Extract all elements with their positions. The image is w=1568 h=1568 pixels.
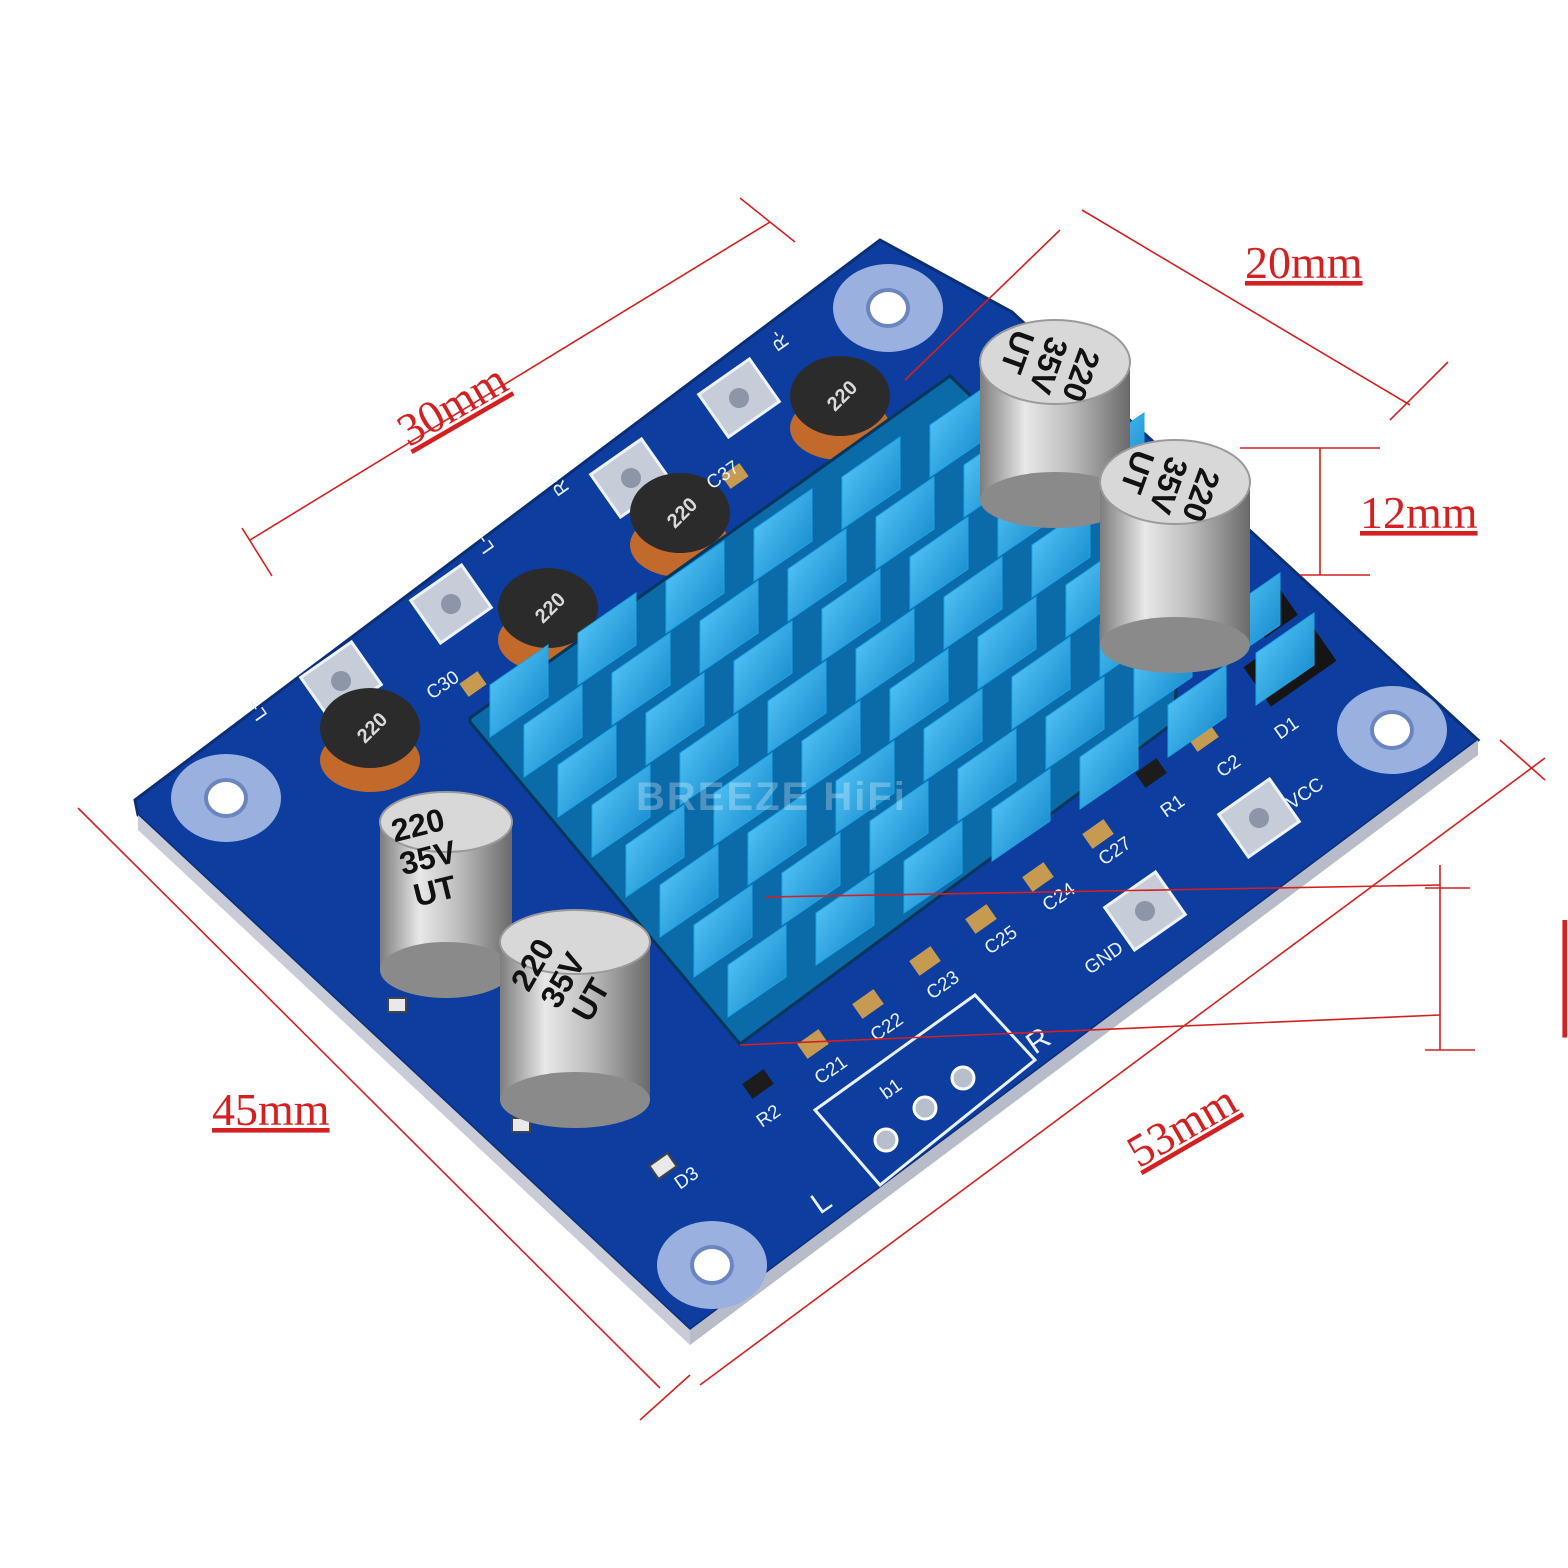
heatsink-fin: [665, 540, 725, 634]
heatsink-fin: [577, 592, 637, 686]
heatsink-fin: [625, 804, 685, 898]
heatsink-fin: [977, 596, 1037, 690]
heatsink-fin: [693, 884, 753, 978]
mounting-hole-right: [1337, 686, 1447, 774]
heatsink-fin: [781, 832, 841, 926]
mounting-hole-bottom: [657, 1221, 767, 1309]
mounting-hole-left: [171, 754, 281, 842]
heatsink-fin: [889, 648, 949, 742]
heatsink-fin: [1167, 664, 1227, 758]
heatsink-fin: [523, 684, 583, 778]
dimension-label-20mm: 20mm: [1245, 237, 1363, 288]
terminal-pads: [298, 356, 1302, 953]
dimension-label-53mm: 53mm: [1118, 1074, 1246, 1177]
inductor-1: 220: [320, 688, 420, 792]
heatsink-fin: [821, 568, 881, 662]
capacitor-left-bottom: 220 35V UT: [499, 909, 651, 1128]
dimension-label-45mm: 45mm: [212, 1084, 330, 1135]
potentiometer-footprint: [812, 993, 1038, 1188]
heatsink-fin: [727, 924, 787, 1018]
heatsink-fin: [611, 632, 671, 726]
capacitor-left-top: 220 35V UT: [379, 791, 513, 998]
heatsink-fin: [645, 672, 705, 766]
heatsink-fin: [835, 740, 895, 834]
heatsink-fin: [713, 752, 773, 846]
heatsink-fin: [557, 724, 617, 818]
heatsink-fin: [1011, 636, 1071, 730]
heatsink-fin: [1045, 676, 1105, 770]
dimension-label-12mm: 12mm: [1360, 487, 1478, 538]
heatsink-fin: [787, 528, 847, 622]
heatsink-fin: [1255, 612, 1315, 706]
heatsink-fin: [841, 436, 901, 530]
heatsink-fin: [903, 820, 963, 914]
heatsink-fin: [733, 620, 793, 714]
dimension-label-10mm: 10mm: [1560, 920, 1568, 1038]
heatsink-fin: [753, 488, 813, 582]
heatsink-fin: [489, 644, 549, 738]
watermark: BREEZE HiFi: [636, 775, 907, 819]
heatsink-fin: [909, 516, 969, 610]
capacitor-right-top: 220 35V UT: [979, 319, 1131, 528]
heatsink-fin: [767, 660, 827, 754]
heatsink-fin: [923, 688, 983, 782]
heatsink-fin: [991, 768, 1051, 862]
dimension-label-30mm: 30mm: [388, 353, 516, 456]
mounting-hole-top: [833, 264, 943, 352]
heatsink-fin: [869, 780, 929, 874]
heatsink-fin: [957, 728, 1017, 822]
heatsink-fin: [591, 764, 651, 858]
heatsink-fin: [747, 792, 807, 886]
heatsink-fin: [943, 556, 1003, 650]
heatsink-fin: [875, 476, 935, 570]
heatsink-fin: [855, 608, 915, 702]
heatsink-fin: [659, 844, 719, 938]
heatsink-fin: [679, 712, 739, 806]
heatsink-fin: [699, 580, 759, 674]
heatsink-fin: [801, 700, 861, 794]
capacitor-right-bottom: 220 35V UT: [1099, 439, 1251, 673]
heatsink-fin: [1079, 716, 1139, 810]
dimension-lines: [77, 197, 1546, 1421]
